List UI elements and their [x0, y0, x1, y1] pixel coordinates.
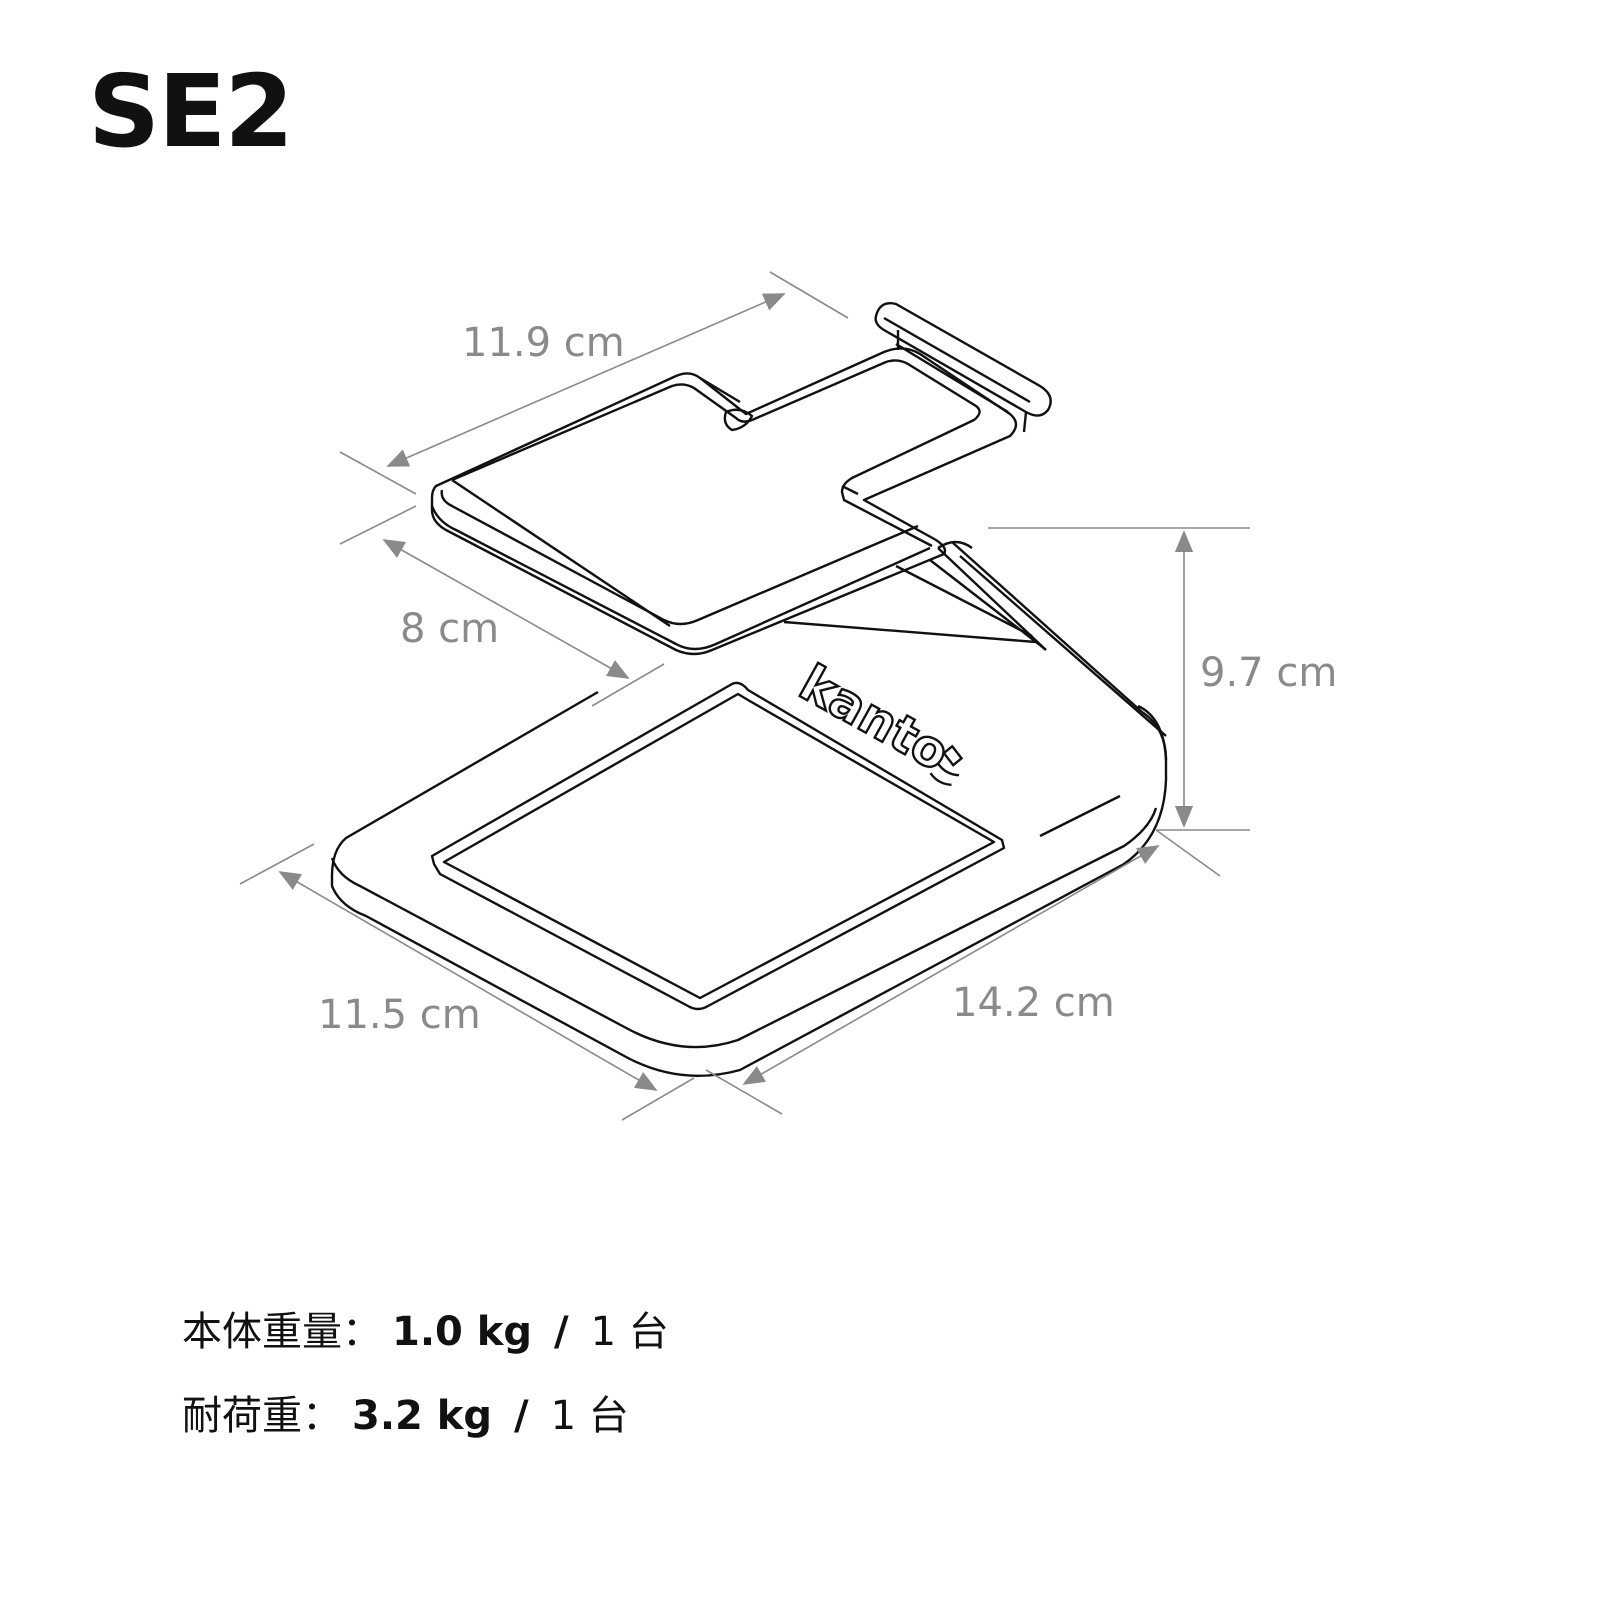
dim-line-base-depth — [278, 871, 658, 1091]
dim-label-top-width: 11.9 cm — [462, 320, 625, 366]
kanto-logo-text: kanto — [790, 654, 959, 783]
spec-load-value: 3.2 kg — [352, 1393, 493, 1439]
spec-load-unit: 1 台 — [550, 1393, 629, 1439]
spec-weight-separator: / — [554, 1309, 569, 1355]
dim-label-height: 9.7 cm — [1200, 650, 1337, 696]
spec-weight-unit: 1 台 — [590, 1309, 669, 1355]
support-struts — [783, 540, 1168, 761]
spec-load-label: 耐荷重： — [182, 1393, 342, 1439]
dim-label-base-width: 14.2 cm — [952, 980, 1115, 1026]
spec-load: 耐荷重：3.2 kg / 1 台 — [182, 1396, 629, 1436]
dim-line-top-depth — [382, 539, 630, 679]
dim-line-top-width — [386, 293, 786, 467]
spec-weight-value: 1.0 kg — [392, 1309, 533, 1355]
kanto-logo: kanto — [789, 653, 964, 786]
spec-weight-label: 本体重量： — [182, 1309, 382, 1355]
dim-label-top-depth: 8 cm — [400, 606, 499, 652]
model-title: SE2 — [88, 53, 294, 170]
top-plate — [430, 347, 1018, 656]
spec-load-separator: / — [514, 1393, 529, 1439]
rear-lip — [874, 302, 1052, 433]
dimension-lines — [239, 271, 1250, 1121]
dim-label-base-depth: 11.5 cm — [318, 992, 481, 1038]
spec-weight: 本体重量：1.0 kg / 1 台 — [182, 1312, 669, 1352]
dim-line-base-width — [742, 845, 1160, 1085]
